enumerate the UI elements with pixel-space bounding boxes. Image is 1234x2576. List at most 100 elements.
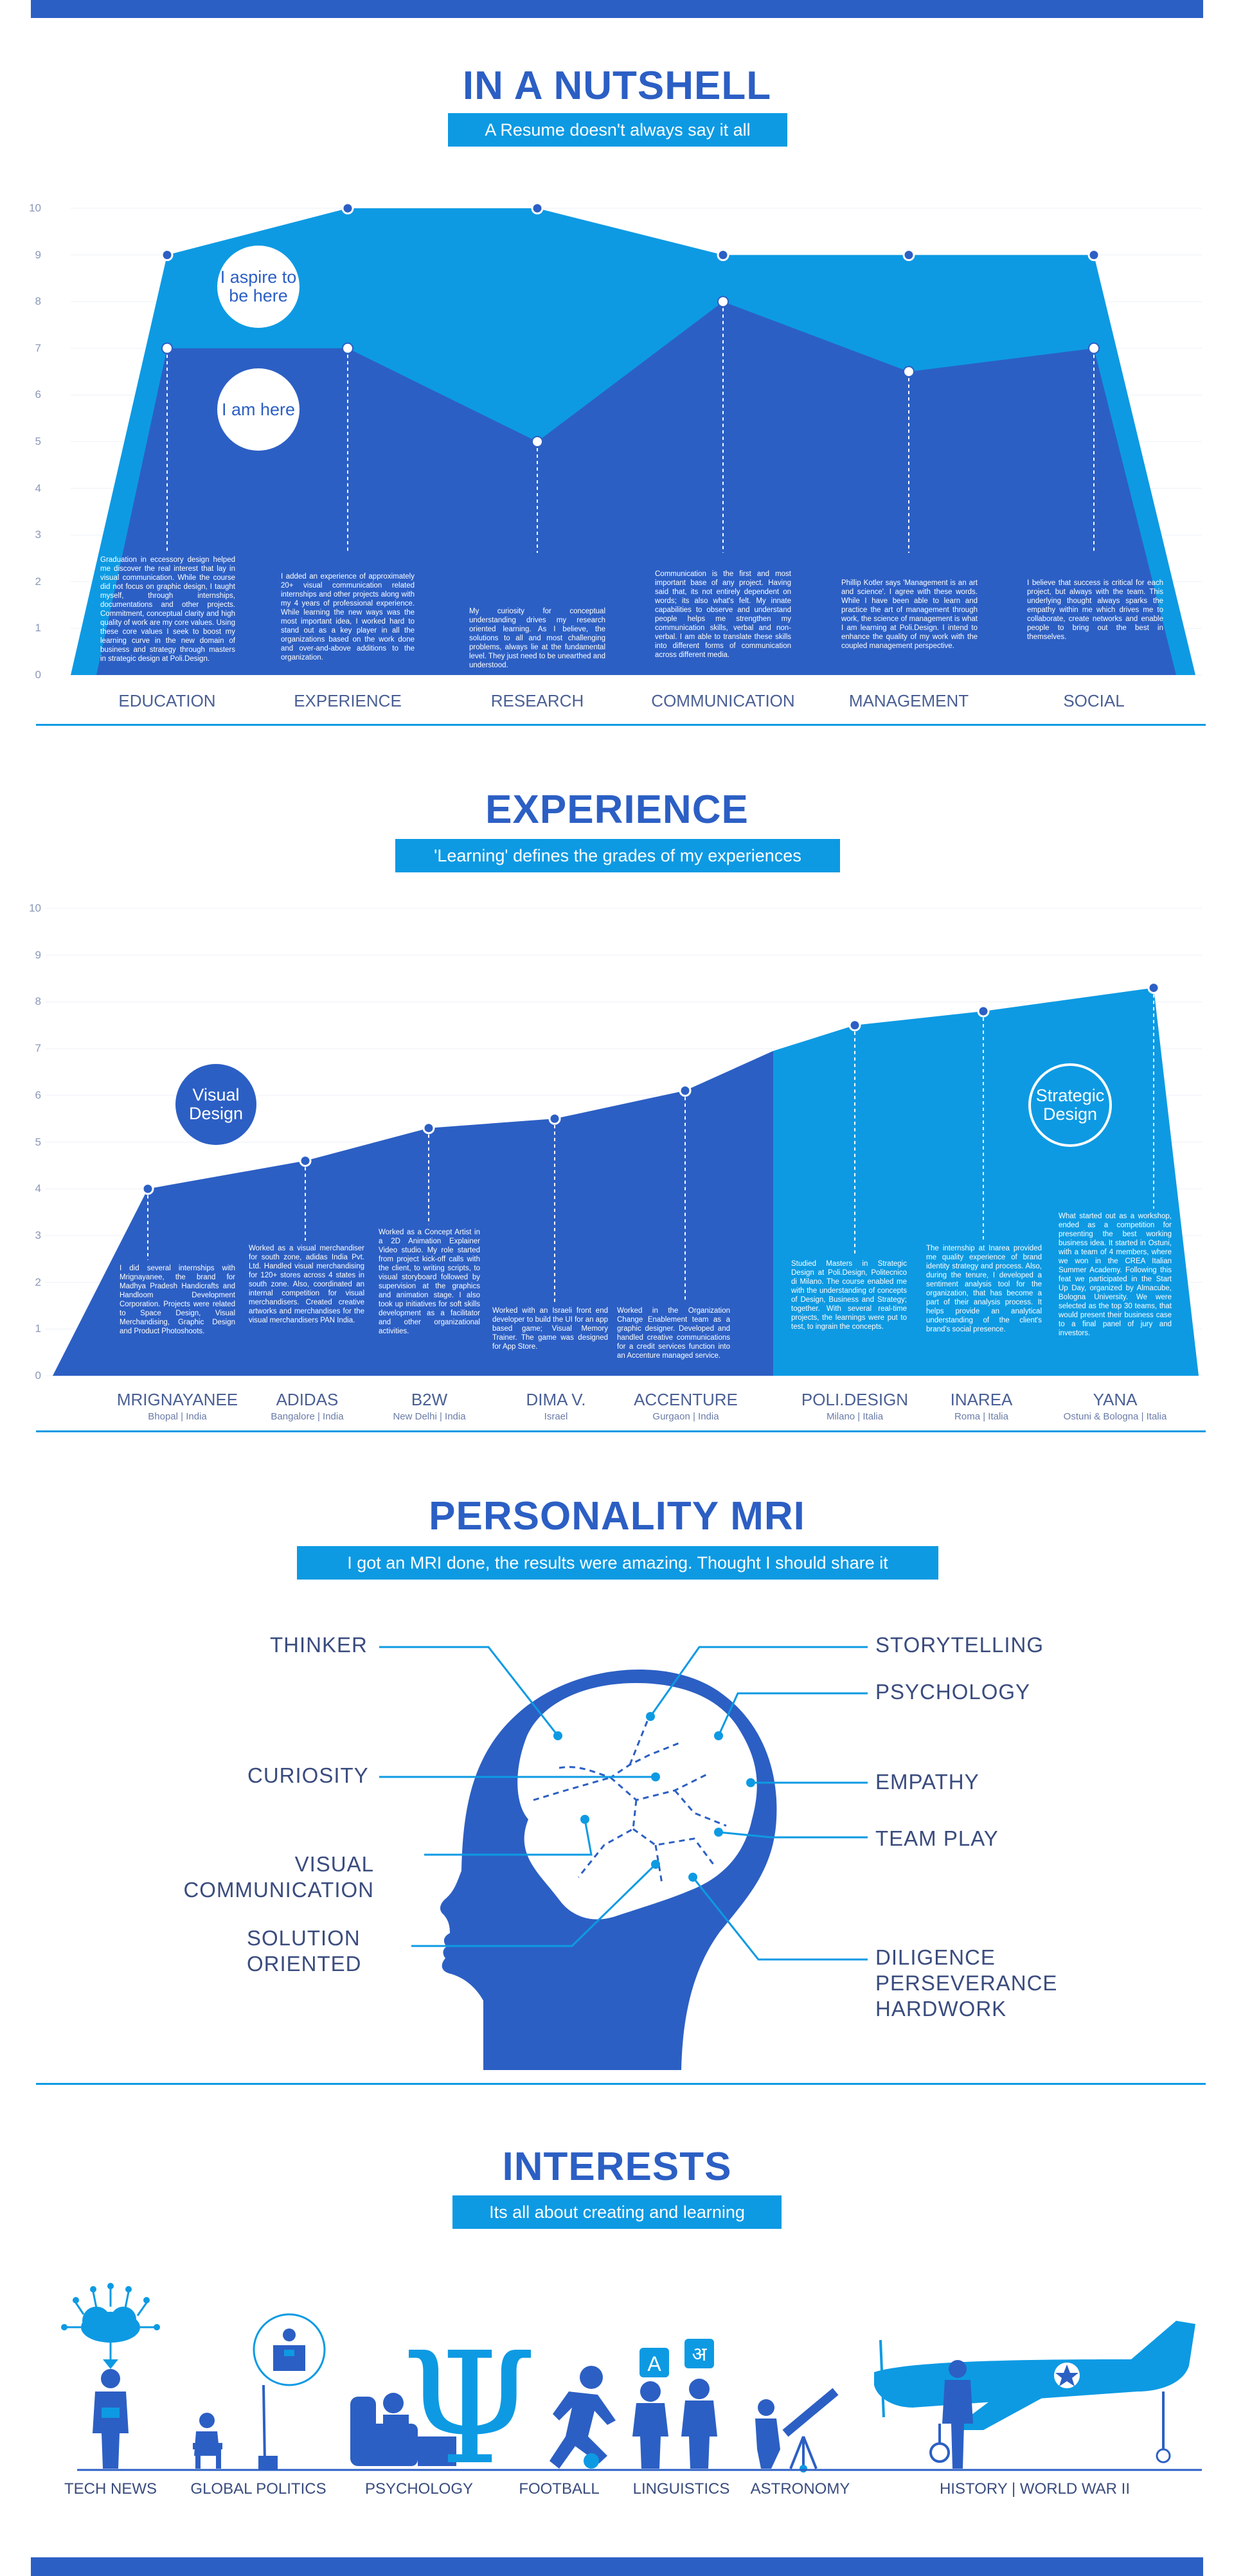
y-tick-label: 8 bbox=[35, 295, 41, 308]
y-tick-label: 5 bbox=[35, 1135, 41, 1148]
mri-pointers bbox=[379, 1646, 868, 1961]
current-point bbox=[1088, 342, 1100, 354]
tech-news-icon bbox=[61, 2283, 160, 2369]
aspire-point bbox=[531, 202, 544, 215]
note-management: Phillip Kotler says 'Management is an ar… bbox=[841, 579, 978, 650]
interest-astronomy: ASTRONOMY bbox=[750, 2480, 850, 2498]
experience-point bbox=[679, 1085, 692, 1097]
nutshell-title: IN A NUTSHELL bbox=[462, 64, 772, 108]
nutshell-subtitle: A Resume doesn't always say it all bbox=[448, 113, 787, 147]
brain-lobes bbox=[533, 1716, 727, 1884]
note-education: Graduation in eccessory design helped me… bbox=[100, 556, 235, 663]
mri-label-curiosity: CURIOSITY bbox=[247, 1763, 369, 1787]
note-communication: Communication is the first and most impo… bbox=[655, 570, 791, 659]
mri-head-diagram bbox=[379, 1646, 868, 2070]
label-communication: COMMUNICATION bbox=[651, 691, 795, 710]
aspire-point bbox=[902, 249, 915, 262]
company-name: YANA bbox=[1093, 1390, 1138, 1409]
bottom-bar bbox=[31, 2557, 1203, 2576]
label-management: MANAGEMENT bbox=[848, 691, 969, 710]
section-divider bbox=[36, 2083, 1206, 2085]
company-place: Roma | Italia bbox=[954, 1411, 1008, 1422]
company-place: Bangalore | India bbox=[271, 1411, 344, 1422]
experience-point bbox=[977, 1005, 990, 1018]
interest-history: HISTORY | WORLD WAR II bbox=[939, 2480, 1131, 2498]
interests-subtitle: Its all about creating and learning bbox=[452, 2195, 782, 2229]
interest-global-politics: GLOBAL POLITICS bbox=[190, 2480, 326, 2498]
y-tick-label: 7 bbox=[35, 341, 41, 354]
linguistics-icon: A अ bbox=[632, 2339, 717, 2469]
y-tick-label: 3 bbox=[35, 528, 41, 541]
y-tick-label: 9 bbox=[35, 248, 41, 261]
current-point bbox=[903, 366, 915, 378]
tech-news-person-icon bbox=[93, 2369, 129, 2469]
aspire-point bbox=[717, 249, 729, 262]
y-tick-label: 10 bbox=[29, 202, 41, 214]
note-research: My curiosity for conceptual understandin… bbox=[469, 608, 605, 669]
mri-label-empathy: EMPATHY bbox=[875, 1770, 979, 1794]
company-place: Bhopal | India bbox=[148, 1411, 207, 1422]
y-tick-label: 8 bbox=[35, 995, 41, 1008]
mri-subtitle: I got an MRI done, the results were amaz… bbox=[297, 1546, 938, 1580]
y-tick-label: 10 bbox=[29, 902, 41, 914]
interest-tech-news: TECH NEWS bbox=[64, 2480, 157, 2498]
airplane-icon bbox=[874, 2321, 1195, 2469]
y-tick-label: 9 bbox=[35, 948, 41, 961]
section-divider bbox=[36, 1430, 1206, 1432]
company-name: ACCENTURE bbox=[634, 1390, 738, 1409]
note-dima: Worked with an Israeli front end develop… bbox=[492, 1307, 608, 1351]
label-education: EDUCATION bbox=[118, 691, 216, 710]
company-name: B2W bbox=[411, 1390, 448, 1409]
y-tick-label: 6 bbox=[35, 1088, 41, 1101]
note-yana: What started out as a workshop, ended as… bbox=[1059, 1212, 1172, 1337]
label-adidas: ADIDAS Bangalore | India bbox=[211, 1390, 404, 1422]
mri-label-visual-communication: VISUAL COMMUNICATION bbox=[183, 1852, 374, 1902]
company-name: POLI.DESIGN bbox=[801, 1390, 909, 1409]
aspire-bubble: I aspire to be here bbox=[217, 246, 300, 328]
note-mrignayanee: I did several internships with Mrignayan… bbox=[120, 1265, 235, 1335]
interest-football: FOOTBALL bbox=[519, 2480, 600, 2498]
note-polidesign: Studied Masters in Strategic Design at P… bbox=[791, 1260, 907, 1331]
psi-symbol: Ψ bbox=[402, 2319, 537, 2475]
current-point bbox=[342, 342, 353, 354]
interests-illustration: Ψ A अ bbox=[61, 2283, 1202, 2475]
visual-design-area bbox=[53, 1050, 773, 1376]
y-tick-label: 1 bbox=[35, 1322, 41, 1335]
mri-label-storytelling: STORYTELLING bbox=[875, 1633, 1044, 1657]
interest-linguistics: LINGUISTICS bbox=[632, 2480, 730, 2498]
nutshell-chart bbox=[71, 202, 1202, 676]
company-name: ADIDAS bbox=[276, 1390, 339, 1409]
experience-point bbox=[422, 1122, 435, 1135]
aspire-point bbox=[1087, 249, 1100, 262]
mri-label-solution-oriented: SOLUTION ORIENTED bbox=[247, 1926, 362, 1976]
letter-hindi: अ bbox=[692, 2344, 708, 2365]
experience-point bbox=[141, 1182, 154, 1195]
letter-a: A bbox=[647, 2352, 661, 2375]
aspire-point bbox=[161, 249, 174, 262]
current-point bbox=[161, 342, 173, 354]
current-point bbox=[717, 296, 729, 308]
y-tick-label: 6 bbox=[35, 388, 41, 401]
company-name: MRIGNAYANEE bbox=[116, 1390, 238, 1409]
interest-psychology: PSYCHOLOGY bbox=[364, 2480, 474, 2498]
note-adidas: Worked as a visual merchandiser for sout… bbox=[249, 1245, 364, 1324]
experience-chart bbox=[45, 908, 1202, 1376]
company-place: Milano | Italia bbox=[826, 1411, 884, 1422]
note-experience: I added an experience of approximately 2… bbox=[281, 573, 415, 662]
y-tick-label: 3 bbox=[35, 1229, 41, 1241]
y-tick-label: 4 bbox=[35, 482, 41, 494]
astronomy-icon bbox=[755, 2388, 839, 2472]
psychology-icon: Ψ bbox=[350, 2319, 537, 2475]
label-social: SOCIAL bbox=[1063, 691, 1125, 710]
note-accenture: Worked in the Organization Change Enable… bbox=[617, 1307, 730, 1360]
label-experience: EXPERIENCE bbox=[294, 691, 402, 710]
current-point bbox=[532, 436, 543, 447]
note-social: I believe that success is critical for e… bbox=[1027, 579, 1163, 641]
company-place: Gurgaon | India bbox=[652, 1411, 719, 1422]
note-b2w: Worked as a Concept Artist in a 2D Anima… bbox=[379, 1229, 480, 1335]
experience-point bbox=[299, 1155, 312, 1167]
current-bubble: I am here bbox=[217, 368, 300, 451]
experience-subtitle: 'Learning' defines the grades of my expe… bbox=[395, 839, 840, 872]
